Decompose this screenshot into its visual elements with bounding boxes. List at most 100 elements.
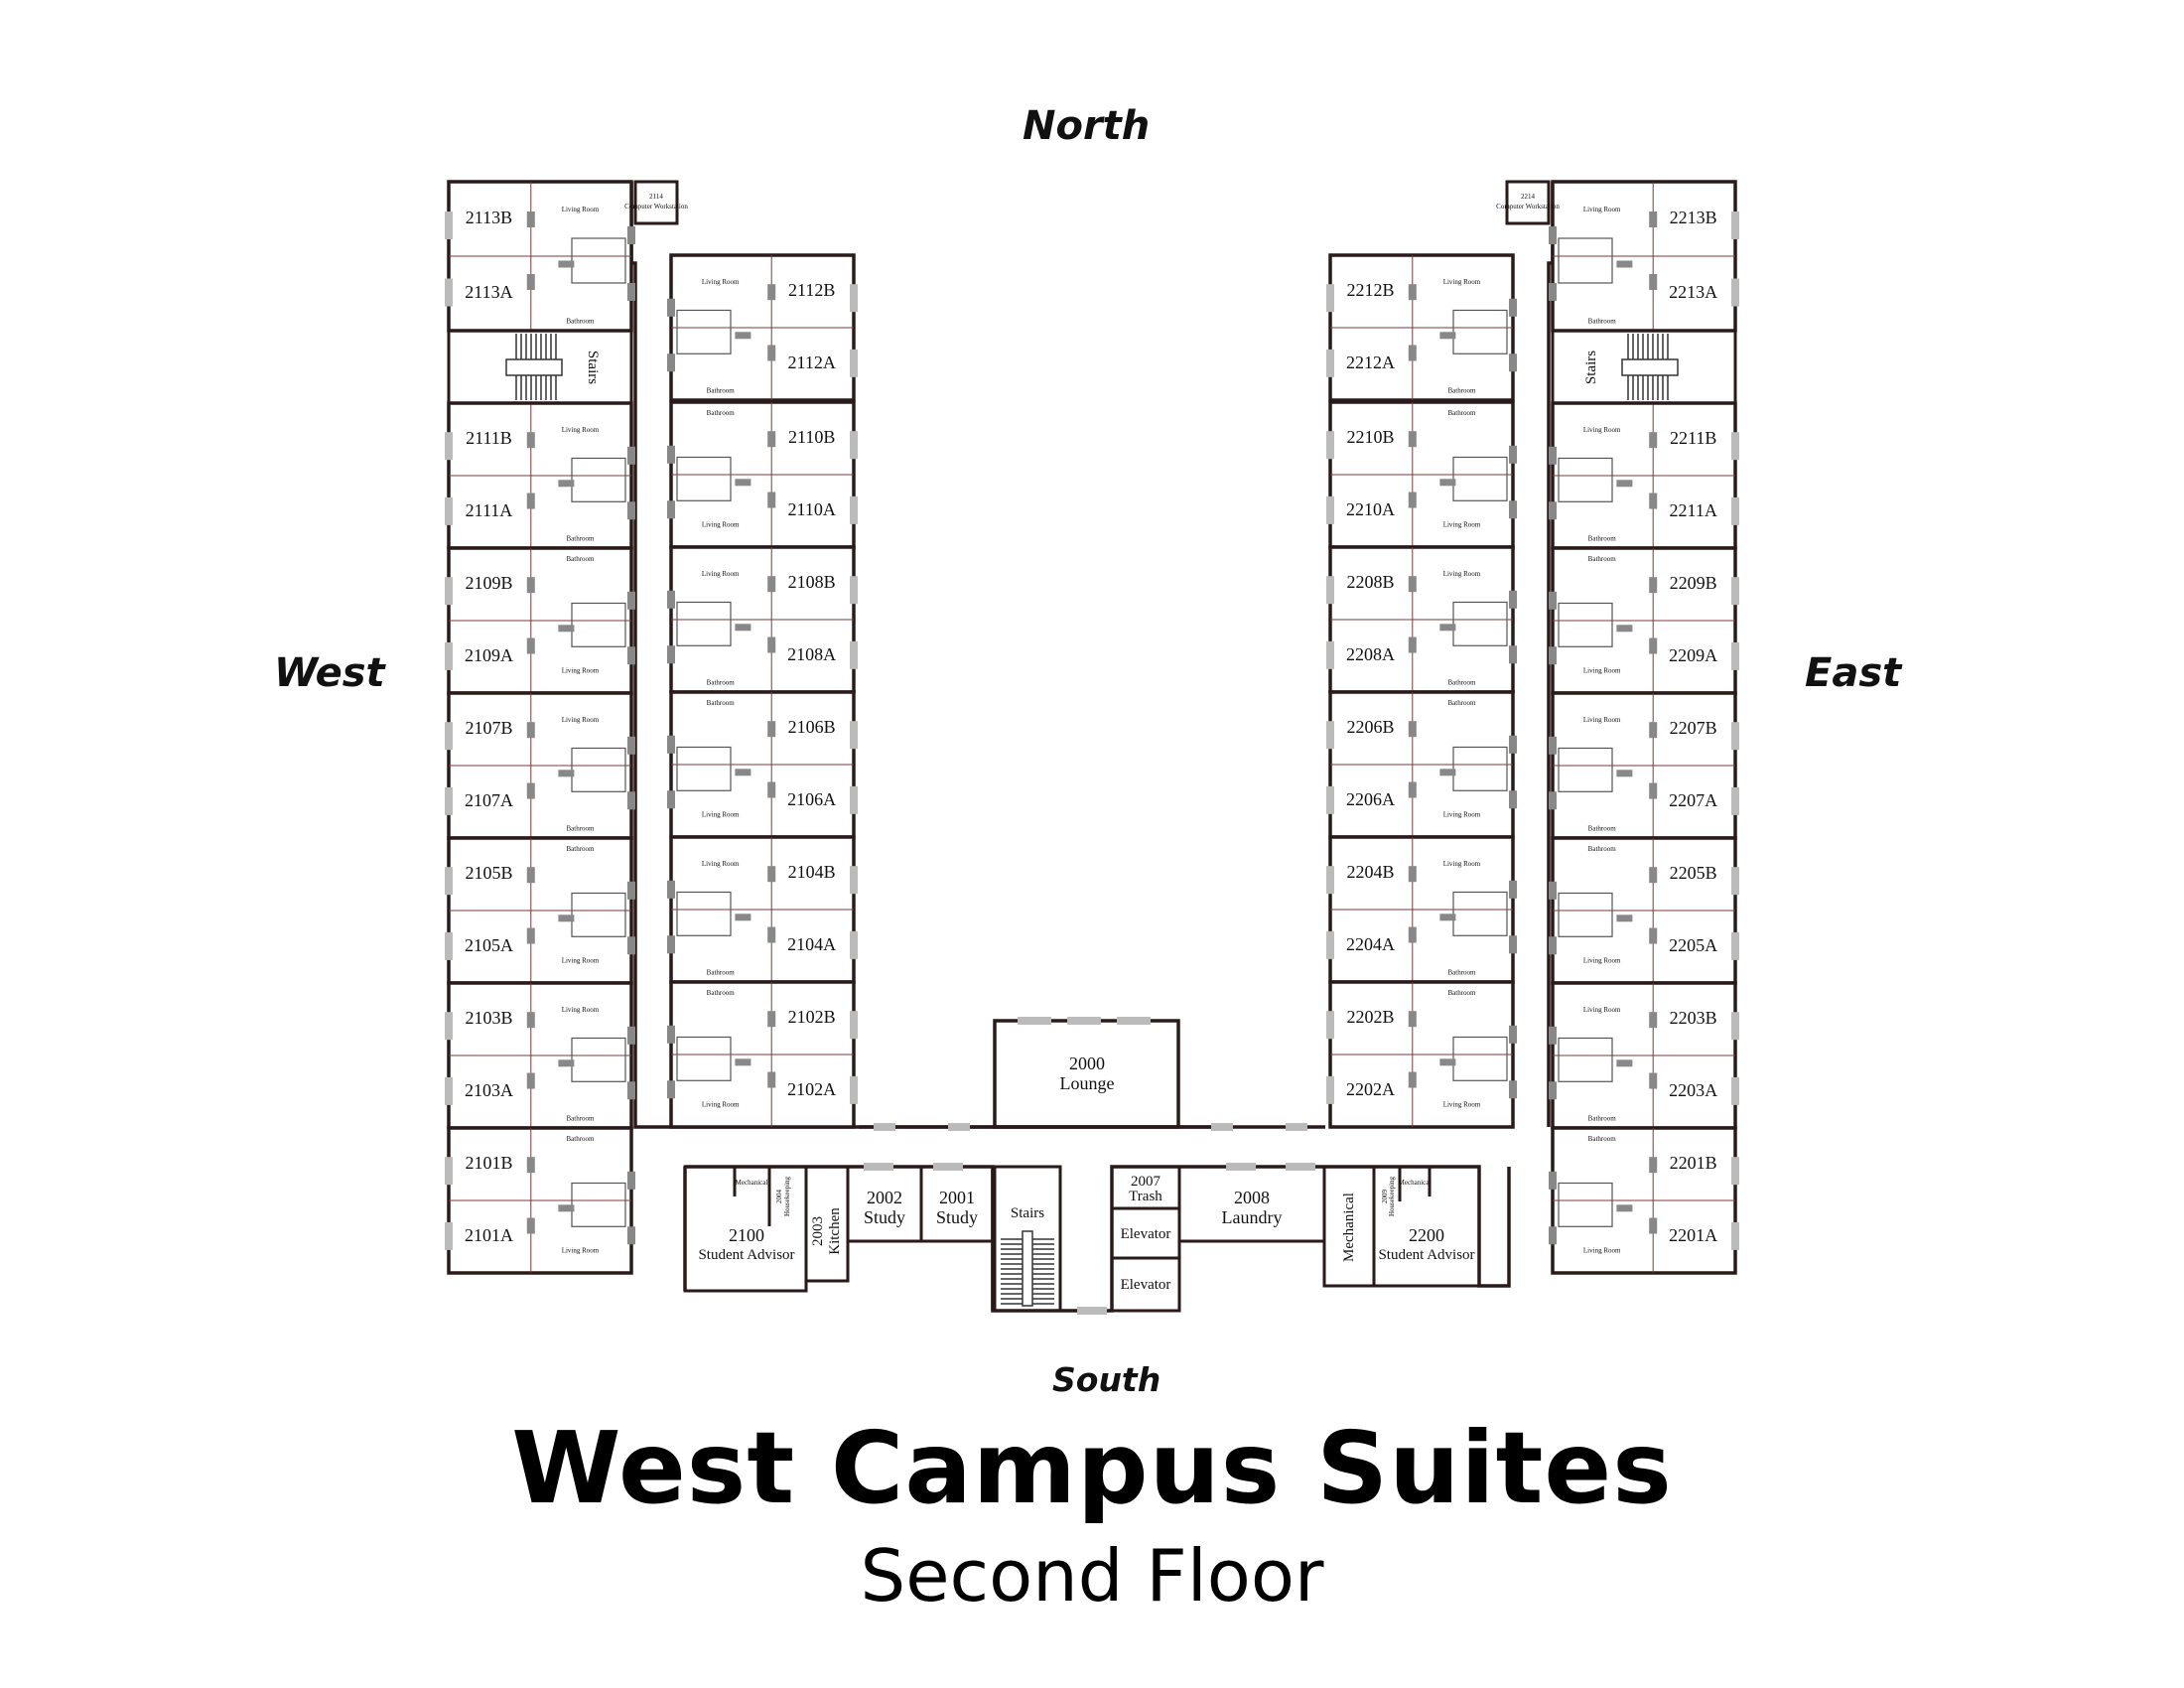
room-2204B-label: 2204B [1346, 862, 1394, 882]
suite-2204[interactable] [1326, 835, 1517, 984]
room-2107A-label: 2107A [465, 790, 513, 810]
suite-2104[interactable] [667, 835, 858, 984]
room-2003-number: 2003 [810, 1216, 826, 1246]
suite-2201[interactable] [1549, 1126, 1739, 1275]
compass-east: East [1805, 650, 1902, 696]
bathroom-label: Bathroom [1588, 555, 1617, 563]
room-2200-name: Student Advisor [1378, 1247, 1474, 1263]
living-room-label: Living Room [562, 206, 600, 213]
suite-2202[interactable] [1326, 980, 1517, 1129]
room-2110A-label: 2110A [788, 499, 836, 519]
suite-2212[interactable] [1326, 253, 1517, 402]
wing-east-outer [1549, 180, 1739, 1275]
bathroom-label: Bathroom [707, 409, 736, 417]
bathroom-label: Bathroom [566, 1115, 595, 1123]
suite-2211[interactable] [1549, 401, 1739, 550]
suite-2109[interactable] [445, 546, 635, 695]
room-2205B-label: 2205B [1670, 863, 1717, 883]
room-2004-name: Housekeeping [783, 1176, 791, 1216]
room-2206B-label: 2206B [1346, 717, 1394, 737]
living-room-label: Living Room [1443, 570, 1481, 578]
room-2111A-label: 2111A [466, 500, 513, 520]
living-room-label: Living Room [702, 521, 740, 529]
room-2102B-label: 2102B [788, 1007, 836, 1027]
room-2003-name: Kitchen [827, 1207, 843, 1255]
living-room-label: Living Room [1583, 716, 1621, 724]
suite-2213[interactable] [1549, 180, 1739, 333]
living-room-label: Living Room [702, 278, 740, 286]
bathroom-label: Bathroom [1588, 318, 1617, 326]
suite-2110[interactable] [667, 400, 858, 549]
living-room-label: Living Room [562, 1006, 600, 1014]
bathroom-label: Bathroom [1588, 1115, 1617, 1123]
room-2208A-label: 2208A [1346, 644, 1395, 664]
room-2101A-label: 2101A [465, 1225, 513, 1245]
suite-2210[interactable] [1326, 400, 1517, 549]
room-2000-number: 2000 [1069, 1054, 1105, 1073]
suite-2206[interactable] [1326, 690, 1517, 839]
room-2002-name: Study [864, 1207, 905, 1227]
room-2209B-label: 2209B [1670, 573, 1717, 593]
room-2114-name: Computer Workstation [624, 203, 688, 211]
room-2209A-label: 2209A [1669, 645, 1717, 665]
suite-2107[interactable] [445, 691, 635, 840]
suite-2111[interactable] [445, 401, 635, 550]
bathroom-label: Bathroom [566, 318, 595, 326]
room-2208B-label: 2208B [1346, 572, 1394, 592]
living-room-label: Living Room [1443, 521, 1481, 529]
living-room-label: Living Room [1443, 811, 1481, 819]
living-room-label: Living Room [562, 426, 600, 434]
living-room-label: Living Room [562, 716, 600, 724]
suite-2205[interactable] [1549, 836, 1739, 985]
room-2103A-label: 2103A [465, 1080, 513, 1100]
room-2106B-label: 2106B [788, 717, 836, 737]
bathroom-label: Bathroom [1447, 969, 1476, 977]
room-2207A-label: 2207A [1669, 790, 1717, 810]
bathroom-label: Bathroom [707, 679, 736, 687]
room-2000-name: Lounge [1060, 1073, 1115, 1093]
living-room-label: Living Room [562, 667, 600, 675]
room-2202B-label: 2202B [1346, 1007, 1394, 1027]
room-2114-number: 2114 [649, 193, 663, 201]
room-2100-name: Student Advisor [698, 1247, 794, 1263]
suite-2207[interactable] [1549, 691, 1739, 840]
room-2008-number: 2008 [1234, 1188, 1270, 1207]
suite-2106[interactable] [667, 690, 858, 839]
room-2103B-label: 2103B [465, 1008, 512, 1028]
suite-2203[interactable] [1549, 981, 1739, 1130]
suite-2101[interactable] [445, 1126, 635, 1275]
room-2202A-label: 2202A [1346, 1079, 1395, 1099]
room-2212B-label: 2212B [1346, 280, 1394, 300]
suite-2112[interactable] [667, 253, 858, 402]
suite-2209[interactable] [1549, 546, 1739, 695]
compass-west: West [274, 650, 385, 696]
suite-2208[interactable] [1326, 545, 1517, 694]
suite-2108[interactable] [667, 545, 858, 694]
west-mechanical-closet: Mechanical [736, 1179, 768, 1187]
room-2105B-label: 2105B [465, 863, 512, 883]
bathroom-label: Bathroom [1447, 387, 1476, 395]
bathroom-label: Bathroom [1447, 699, 1476, 707]
room-2206A-label: 2206A [1346, 789, 1395, 809]
suite-2103[interactable] [445, 981, 635, 1130]
west-stairs-label: Stairs [585, 351, 601, 384]
living-room-label: Living Room [1443, 1101, 1481, 1109]
bathroom-label: Bathroom [1588, 825, 1617, 833]
room-2002-number: 2002 [867, 1188, 902, 1207]
room-2207B-label: 2207B [1670, 718, 1717, 738]
compass-south: South [1052, 1360, 1161, 1399]
living-room-label: Living Room [702, 570, 740, 578]
room-2112B-label: 2112B [788, 280, 835, 300]
room-2008-name: Laundry [1222, 1207, 1283, 1227]
east-mechanical-closet: Mechanical [1399, 1179, 1432, 1187]
bathroom-label: Bathroom [566, 555, 595, 563]
room-2204A-label: 2204A [1346, 934, 1395, 954]
suite-2105[interactable] [445, 836, 635, 985]
living-room-label: Living Room [1583, 426, 1621, 434]
suite-2113[interactable] [445, 180, 635, 333]
suite-2102[interactable] [667, 980, 858, 1129]
living-room-label: Living Room [702, 860, 740, 868]
wing-east-inner [1326, 253, 1517, 1129]
living-room-label: Living Room [702, 1101, 740, 1109]
